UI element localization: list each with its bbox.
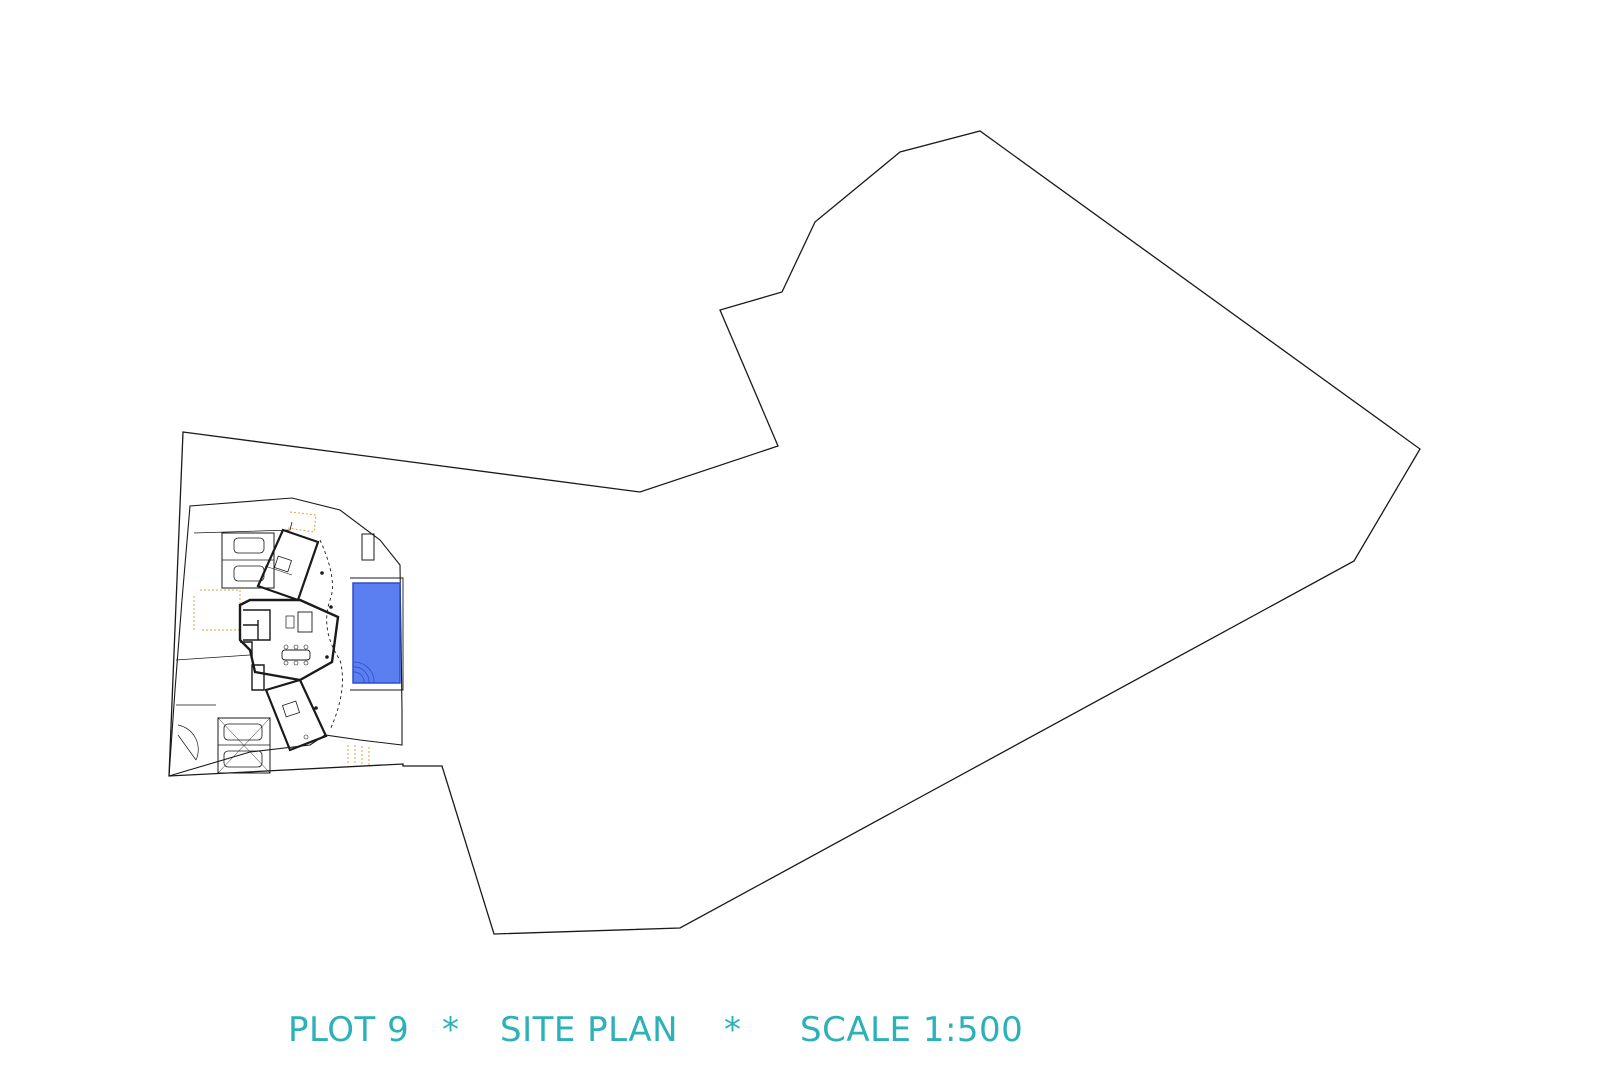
car-icon xyxy=(223,723,263,741)
bedroom-wing-north xyxy=(256,528,320,602)
living-core xyxy=(238,598,340,691)
swimming-pool xyxy=(352,582,401,684)
dining-table-icon xyxy=(281,649,311,661)
terrace-edge xyxy=(319,539,343,731)
drawing-title: PLOT 9 * SITE PLAN * SCALE 1:500 xyxy=(0,1005,1600,1055)
planter xyxy=(361,533,375,561)
pool-surround xyxy=(350,577,404,691)
bedroom-wing-south xyxy=(264,678,328,752)
car-icon xyxy=(233,565,265,582)
pool-steps-icon xyxy=(352,661,375,684)
columns xyxy=(314,571,333,710)
carport-block xyxy=(217,717,271,774)
gate-swing-arc xyxy=(177,724,199,761)
title-separator: * xyxy=(724,1010,742,1050)
boundary-wall xyxy=(175,521,293,706)
scale-label: SCALE 1:500 xyxy=(800,1010,1024,1050)
plan-type-label: SITE PLAN xyxy=(500,1010,679,1050)
garage-block xyxy=(221,532,275,589)
building-footprint-outline xyxy=(168,497,403,777)
plot-boundary xyxy=(168,130,1421,935)
plot-label: PLOT 9 xyxy=(288,1010,410,1050)
car-icon xyxy=(223,750,263,768)
title-separator: * xyxy=(442,1010,460,1050)
carport-bay xyxy=(217,717,271,774)
garage-bay xyxy=(221,532,275,589)
sofa-icon xyxy=(297,611,313,633)
car-icon xyxy=(233,537,265,554)
